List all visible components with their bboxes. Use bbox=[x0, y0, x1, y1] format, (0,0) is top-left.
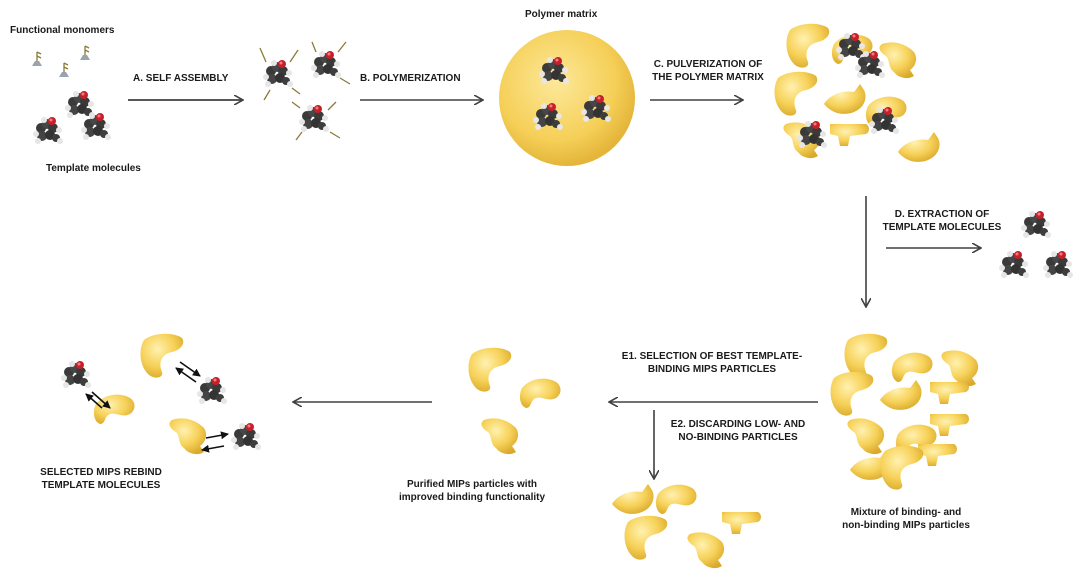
label-purified-line1: Purified MIPs particles with bbox=[406, 479, 538, 490]
stage-rebinding bbox=[61, 333, 261, 455]
label-step-e1-line2: BINDING MIPS PARTICLES bbox=[647, 364, 777, 375]
stage-extracted-templates bbox=[999, 211, 1073, 278]
label-mixture-line1: Mixture of binding- and bbox=[850, 507, 962, 518]
label-selected: SELECTED MIPS REBIND TEMPLATE MOLECULES bbox=[26, 466, 176, 492]
label-step-d-line1: D. EXTRACTION OF bbox=[894, 209, 990, 220]
label-template-molecules: Template molecules bbox=[46, 163, 141, 174]
stage-purified-particles bbox=[468, 347, 561, 455]
label-functional-monomers: Functional monomers bbox=[10, 25, 115, 36]
label-step-c: C. PULVERIZATION OF THE POLYMER MATRIX bbox=[646, 58, 770, 84]
stage-self-assembled-complexes bbox=[259, 41, 351, 141]
label-step-a: A. SELF ASSEMBLY bbox=[133, 73, 229, 84]
label-purified-line2: improved binding functionality bbox=[398, 492, 546, 503]
label-step-e1-line1: E1. SELECTION OF BEST TEMPLATE- bbox=[621, 351, 803, 362]
label-purified: Purified MIPs particles with improved bi… bbox=[386, 478, 558, 504]
stage-functional-monomers bbox=[31, 45, 91, 78]
label-step-e2: E2. DISCARDING LOW- AND NO-BINDING PARTI… bbox=[664, 418, 812, 444]
label-step-e2-line1: E2. DISCARDING LOW- AND bbox=[670, 419, 806, 430]
label-selected-line2: TEMPLATE MOLECULES bbox=[41, 480, 161, 491]
label-polymer-matrix: Polymer matrix bbox=[525, 9, 598, 20]
label-step-b: B. POLYMERIZATION bbox=[360, 73, 461, 84]
label-mixture: Mixture of binding- and non-binding MIPs… bbox=[826, 506, 986, 532]
label-step-c-line1: C. PULVERIZATION OF bbox=[653, 59, 763, 70]
stage-particle-mixture bbox=[830, 333, 979, 490]
label-step-d: D. EXTRACTION OF TEMPLATE MOLECULES bbox=[882, 208, 1002, 234]
label-step-e2-line2: NO-BINDING PARTICLES bbox=[678, 432, 798, 443]
label-mixture-line2: non-binding MIPs particles bbox=[842, 520, 970, 531]
stage-template-molecules bbox=[33, 91, 111, 144]
label-selected-line1: SELECTED MIPS REBIND bbox=[40, 467, 162, 478]
label-step-e1: E1. SELECTION OF BEST TEMPLATE- BINDING … bbox=[612, 350, 812, 376]
label-step-c-line2: THE POLYMER MATRIX bbox=[652, 72, 764, 83]
label-step-d-line2: TEMPLATE MOLECULES bbox=[882, 222, 1002, 233]
stage-discarded-particles bbox=[612, 484, 761, 569]
stage-polymer-matrix bbox=[499, 30, 635, 166]
